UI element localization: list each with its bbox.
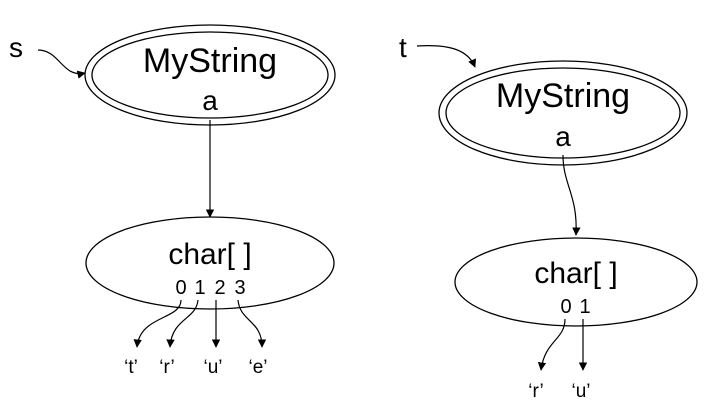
left-element-arrow [166, 299, 199, 348]
left-variable-arrow [37, 49, 86, 79]
left-object-class-name: MyString [143, 42, 277, 80]
right-variable-label: t [399, 32, 407, 63]
right-object-class-name: MyString [496, 77, 630, 115]
left-mystring-object: MyString a [84, 24, 336, 126]
left-array-value: ‘t’ [124, 357, 138, 378]
left-array-value: ‘r’ [159, 357, 174, 378]
left-array-value: ‘u’ [203, 357, 222, 378]
left-object-field-name: a [202, 85, 218, 116]
left-array-index: 2 [214, 277, 225, 299]
left-char-array: char[ ] 0 1 2 3 [85, 216, 335, 310]
left-element-arrow [133, 299, 182, 348]
left-array-type: char[ ] [168, 238, 251, 271]
right-field-reference-arrow [562, 154, 581, 236]
right-array-ellipse [454, 237, 698, 327]
right-array-value: ‘u’ [571, 381, 590, 402]
right-mystring-object: MyString a [438, 60, 688, 166]
right-object-field-name: a [555, 121, 571, 152]
left-element-arrow [237, 299, 267, 348]
left-structure: s MyString a char[ ] 0 1 2 3 ‘t’ ‘r’ ‘u’… [9, 24, 336, 378]
right-structure: t MyString a char[ ] 0 1 ‘r’ ‘u’ [399, 32, 698, 402]
right-char-array: char[ ] 0 1 [454, 237, 698, 327]
left-array-index: 0 [175, 277, 186, 299]
left-array-index: 1 [194, 277, 205, 299]
right-array-value: ‘r’ [528, 381, 543, 402]
left-variable-label: s [9, 32, 23, 63]
left-array-index: 3 [234, 277, 245, 299]
left-object-inner-ellipse [91, 31, 329, 119]
right-variable-arrow [416, 45, 476, 68]
left-array-ellipse [85, 216, 335, 310]
right-element-arrow [537, 318, 566, 371]
left-array-value: ‘e’ [248, 357, 267, 378]
right-array-type: char[ ] [534, 257, 617, 290]
right-array-index: 1 [579, 296, 590, 318]
right-array-index: 0 [560, 296, 571, 318]
